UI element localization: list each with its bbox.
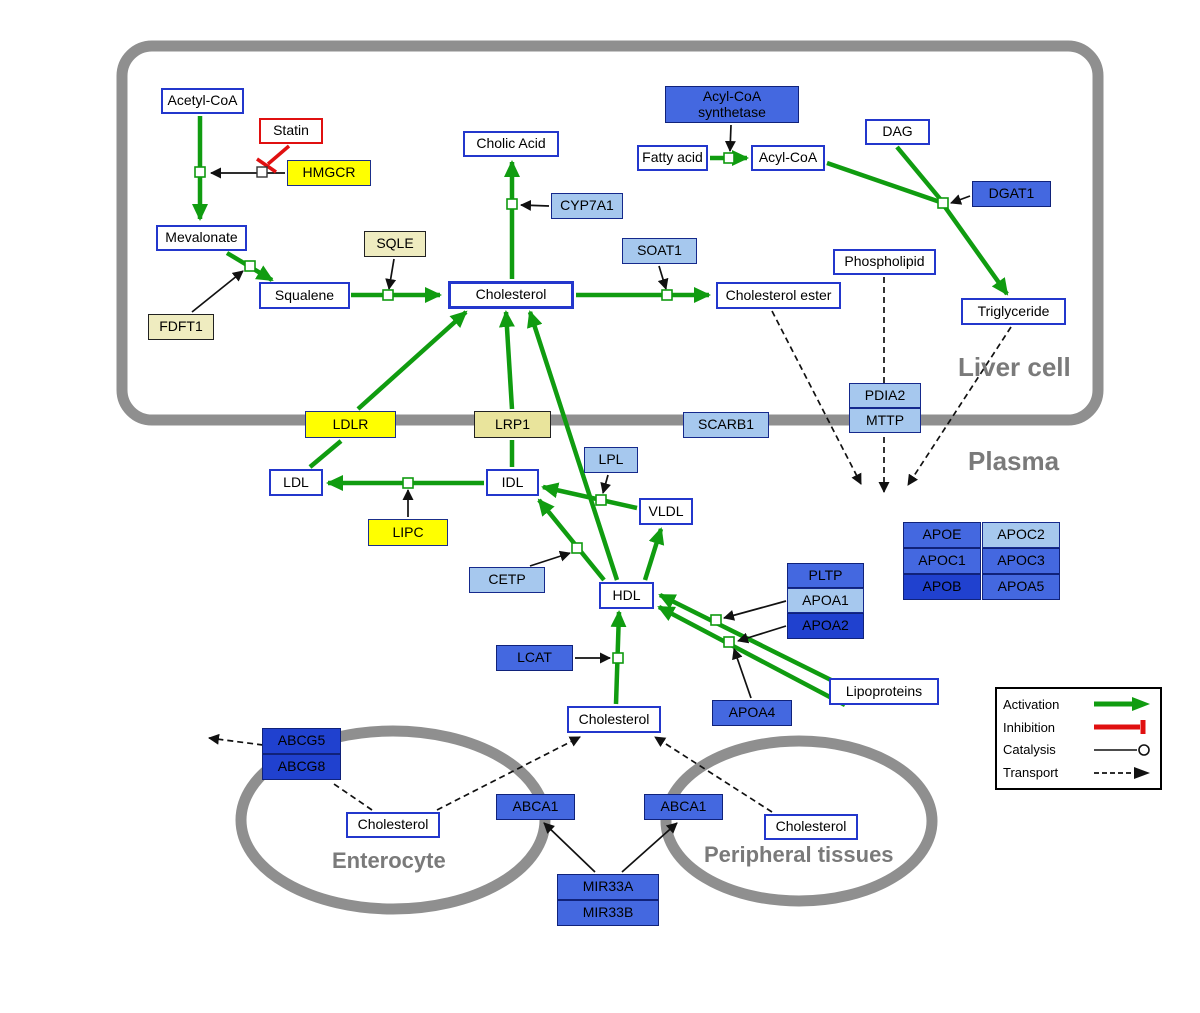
gene-abcg8[interactable]: ABCG8	[262, 754, 341, 780]
legend: Activation Inhibition Catalysis Transpor…	[995, 687, 1162, 790]
metabolite-dag[interactable]: DAG	[865, 119, 930, 145]
metabolite-acetyl-coa[interactable]: Acetyl-CoA	[161, 88, 244, 114]
liver-cell-membrane	[116, 40, 1104, 426]
gene-scarb1[interactable]: SCARB1	[683, 412, 769, 438]
metabolite-lipoproteins[interactable]: Lipoproteins	[829, 678, 939, 705]
transport-dashed-arrow-icon	[1094, 766, 1150, 779]
gene-sqle[interactable]: SQLE	[364, 231, 426, 257]
metabolite-mevalonate[interactable]: Mevalonate	[156, 225, 247, 251]
plasma-label: Plasma	[968, 446, 1060, 476]
gene-apoa1[interactable]: APOA1	[787, 588, 864, 613]
inhibition-tbar-icon	[1094, 720, 1146, 735]
gene-apob[interactable]: APOB	[903, 574, 981, 600]
gene-hmgcr[interactable]: HMGCR	[287, 160, 371, 186]
legend-row-catalysis: Catalysis	[1003, 739, 1154, 761]
gene-mir33a[interactable]: MIR33A	[557, 874, 659, 900]
activation-arrow-icon	[1094, 697, 1150, 712]
hmgcr-catalysis-square	[256, 166, 268, 178]
enterocyte-label: Enterocyte	[332, 848, 446, 873]
gene-pltp[interactable]: PLTP	[787, 563, 864, 588]
gene-apoa2[interactable]: APOA2	[787, 613, 864, 639]
gene-lipc[interactable]: LIPC	[368, 519, 448, 546]
gene-apoc1[interactable]: APOC1	[903, 548, 981, 574]
metabolite-cholesterol-plasma[interactable]: Cholesterol	[567, 706, 661, 733]
legend-row-transport: Transport	[1003, 762, 1154, 784]
metabolite-vldl[interactable]: VLDL	[639, 498, 693, 525]
legend-transport-label: Transport	[1003, 765, 1059, 781]
metabolite-acyl-coa[interactable]: Acyl-CoA	[751, 145, 825, 171]
gene-lrp1[interactable]: LRP1	[474, 411, 551, 438]
peripheral-tissues-label: Peripheral tissues	[704, 842, 894, 867]
metabolite-cholesterol-ester[interactable]: Cholesterol ester	[716, 282, 841, 309]
gene-apoc2[interactable]: APOC2	[982, 522, 1060, 548]
gene-mir33b[interactable]: MIR33B	[557, 900, 659, 926]
gene-cyp7a1[interactable]: CYP7A1	[551, 193, 623, 219]
metabolite-fatty-acid[interactable]: Fatty acid	[637, 145, 708, 171]
metabolite-squalene[interactable]: Squalene	[259, 282, 350, 309]
metabolite-phospholipid[interactable]: Phospholipid	[833, 249, 936, 275]
legend-activation-label: Activation	[1003, 696, 1060, 712]
gene-fdft1[interactable]: FDFT1	[148, 314, 214, 340]
inhibition-edge	[256, 144, 291, 174]
gene-abcg5[interactable]: ABCG5	[262, 728, 341, 754]
gene-soat1[interactable]: SOAT1	[622, 238, 697, 264]
legend-row-activation: Activation	[1003, 693, 1154, 715]
gene-lpl[interactable]: LPL	[584, 447, 638, 473]
metabolite-hdl[interactable]: HDL	[599, 582, 654, 609]
metabolite-cholic-acid[interactable]: Cholic Acid	[463, 131, 559, 157]
metabolite-idl[interactable]: IDL	[486, 469, 539, 496]
metabolite-cholesterol-peripheral[interactable]: Cholesterol	[764, 814, 858, 840]
gene-abca1-right[interactable]: ABCA1	[644, 794, 723, 820]
metabolite-triglyceride[interactable]: Triglyceride	[961, 298, 1066, 325]
gene-acyl-coa-synthetase[interactable]: Acyl-CoA synthetase	[665, 86, 799, 123]
drug-statin[interactable]: Statin	[259, 118, 323, 144]
gene-ldlr[interactable]: LDLR	[305, 411, 396, 438]
gene-pdia2[interactable]: PDIA2	[849, 383, 921, 408]
legend-row-inhibition: Inhibition	[1003, 716, 1154, 738]
gene-cetp[interactable]: CETP	[469, 567, 545, 593]
liver-cell-label: Liver cell	[958, 352, 1071, 382]
gene-apoa5[interactable]: APOA5	[982, 574, 1060, 600]
metabolite-ldl[interactable]: LDL	[269, 469, 323, 496]
metabolite-cholesterol-enterocyte[interactable]: Cholesterol	[346, 812, 440, 838]
legend-catalysis-label: Catalysis	[1003, 742, 1056, 758]
gene-apoc3[interactable]: APOC3	[982, 548, 1060, 574]
gene-abca1-left[interactable]: ABCA1	[496, 794, 575, 820]
gene-apoe[interactable]: APOE	[903, 522, 981, 548]
gene-lcat[interactable]: LCAT	[496, 645, 573, 671]
metabolite-cholesterol-liver[interactable]: Cholesterol	[448, 281, 574, 309]
catalysis-circle-icon	[1094, 744, 1150, 756]
gene-mttp[interactable]: MTTP	[849, 408, 921, 433]
gene-apoa4[interactable]: APOA4	[712, 700, 792, 726]
gene-dgat1[interactable]: DGAT1	[972, 181, 1051, 207]
legend-inhibition-label: Inhibition	[1003, 719, 1056, 735]
